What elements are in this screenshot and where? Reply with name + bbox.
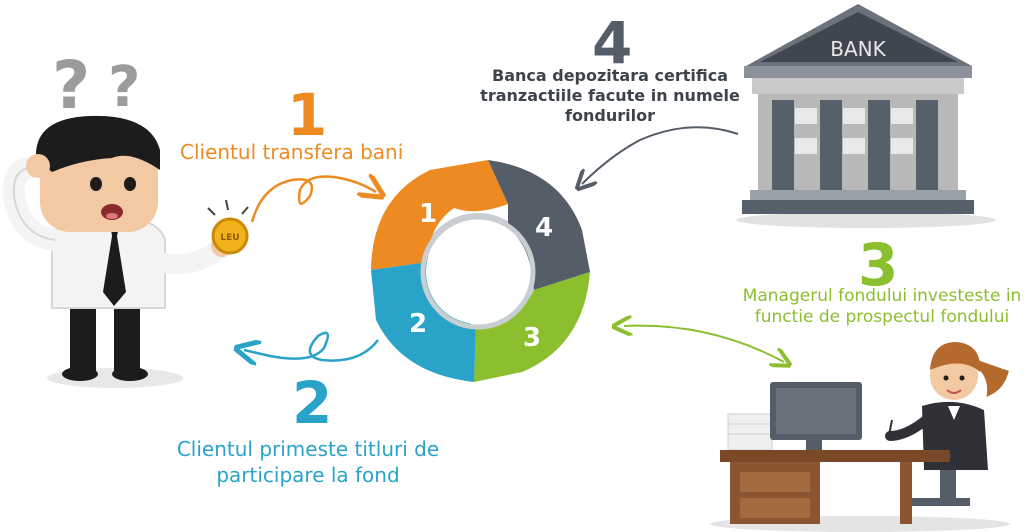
coin-label: LEU [220, 233, 239, 243]
step-3-number: 3 [858, 231, 899, 299]
cycle-segment-1 [371, 160, 508, 270]
arrow-manager-cycle [624, 326, 784, 362]
arrow-client-to-cycle [250, 177, 376, 223]
arrow-bank-to-cycle [582, 126, 739, 184]
cycle-segment-4 [488, 160, 590, 290]
cycle-label-3: 3 [523, 323, 541, 353]
step-2-text: Clientul primeste titluri de participare… [176, 437, 440, 487]
cycle-label-4: 4 [535, 213, 553, 243]
question-mark-right: ? [108, 55, 140, 120]
confused-man-figure: ? ? [2, 47, 233, 388]
cycle-diagram: 1 4 3 2 [371, 160, 590, 382]
cycle-label-1: 1 [419, 199, 437, 229]
step-4-text: Banca depozitara certifica tranzactiile … [480, 66, 740, 125]
arrow-cycle-to-client [244, 331, 379, 361]
question-mark-left: ? [52, 47, 90, 124]
bank-sign: BANK [830, 37, 886, 61]
bank-building-icon: BANK [736, 4, 996, 228]
cycle-segment-2 [371, 262, 476, 382]
cycle-segment-3 [474, 272, 590, 382]
cycle-label-2: 2 [409, 309, 427, 339]
step-2-number: 2 [292, 369, 333, 437]
step-1-number: 1 [287, 81, 328, 149]
step-4-number: 4 [592, 9, 633, 77]
coin-icon: LEU [207, 199, 249, 255]
step-3-text: Managerul fondului investeste in functie… [742, 286, 1022, 327]
fund-manager-figure [710, 342, 1010, 532]
step-1-text: Clientul transfera bani [180, 140, 404, 164]
